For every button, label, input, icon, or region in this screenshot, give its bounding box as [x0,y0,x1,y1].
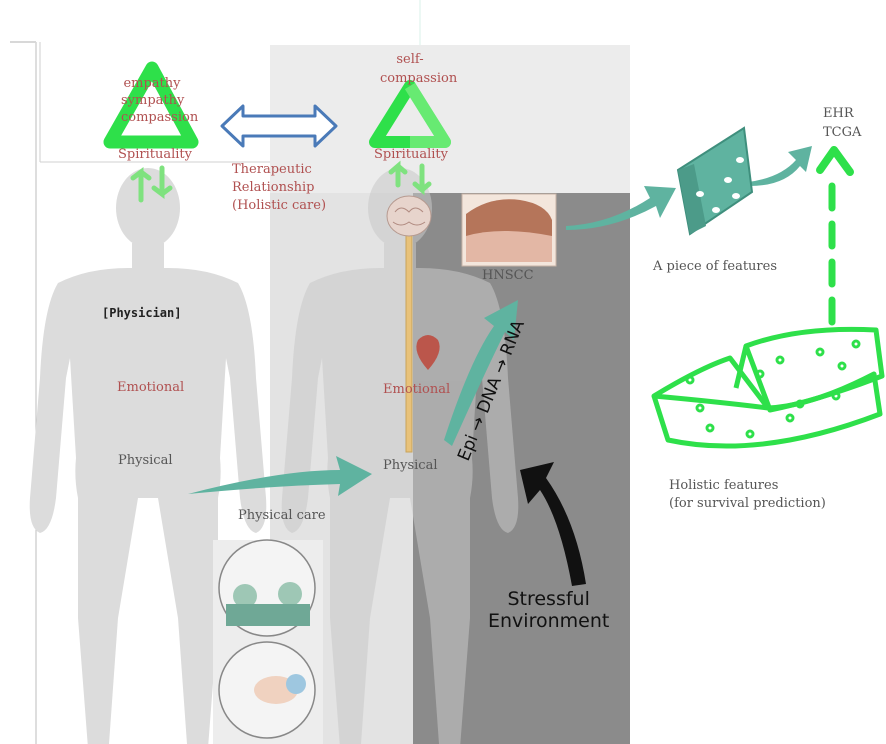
brain-icon [387,196,431,236]
hnscc-label: HNSCC [482,268,534,283]
physician-spirituality-label: Spirituality [118,147,192,162]
patient-triangle-labels: self- compassion [380,50,440,88]
spinal-cord-icon [406,232,412,452]
patient-spirituality-label: Spirituality [374,147,448,162]
physician-name-label: [Physician] [102,306,181,320]
triangle-label-empathy: empathy [121,75,183,92]
holistic-features-label: Holistic features (for survival predicti… [669,477,826,513]
patient-physical-label: Physical [383,458,437,473]
piece-of-features-label: A piece of features [653,259,777,274]
triangle-label-sympathy: sympathy [121,92,183,109]
patient-emotional-label: Emotional [383,382,450,397]
physician-physical-label: Physical [118,453,172,468]
physician-emotional-label: Emotional [117,380,184,395]
triangle-label-compassion: compassion [121,109,183,126]
panel-edge [630,162,640,744]
physical-care-label: Physical care [238,508,326,523]
stressful-environment-label: Stressful Environment [488,588,609,632]
therapeutic-relationship-label: Therapeutic Relationship (Holistic care) [232,161,326,215]
feature-cube-icon [678,128,752,234]
feature-to-ehr-arrow [748,146,812,186]
holistic-features-icon [654,329,882,446]
dashed-arrowhead [820,150,850,172]
ehr-tcga-label: EHR TCGA [823,104,861,142]
physician-triangle-labels: empathy sympathy compassion [121,75,183,126]
